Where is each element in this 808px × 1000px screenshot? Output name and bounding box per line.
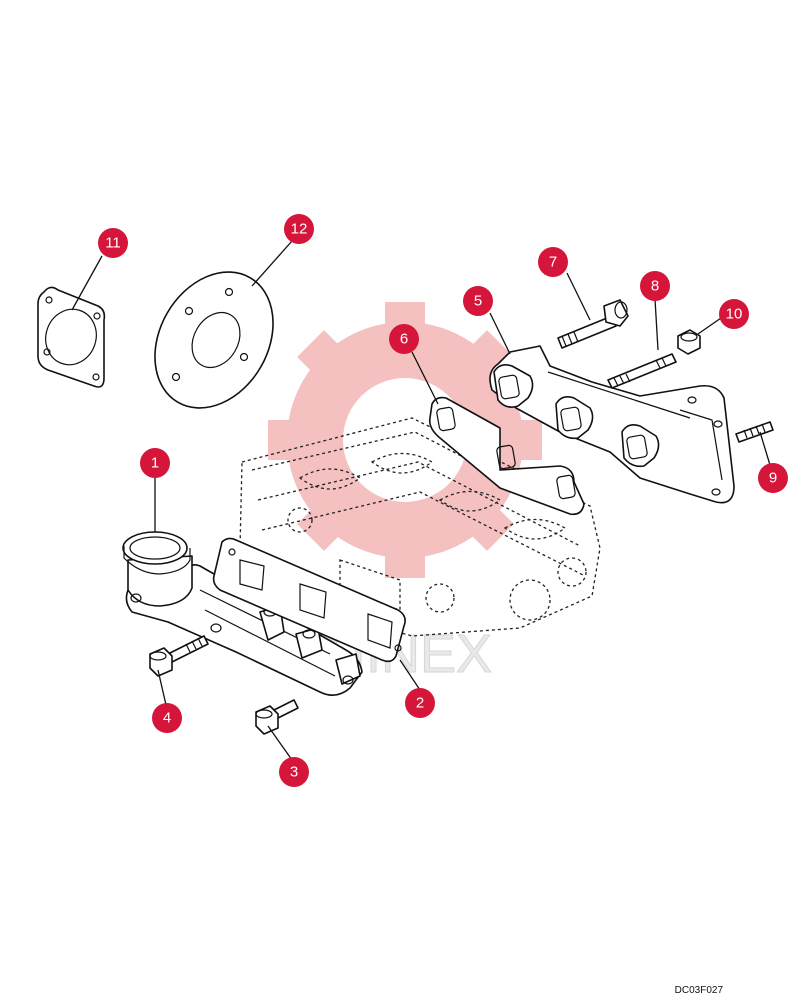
callout-10: 10 <box>719 299 749 329</box>
leader-lines <box>71 240 771 761</box>
stud-8 <box>607 353 677 389</box>
callout-7-label: 7 <box>549 254 557 271</box>
round-gasket <box>154 271 274 409</box>
figure-code: DC03F027 <box>674 985 723 996</box>
callout-11: 11 <box>98 228 128 258</box>
bolt-4 <box>149 635 209 677</box>
callout-9: 9 <box>758 463 788 493</box>
front-exhaust-manifold <box>122 531 363 696</box>
callout-1: 1 <box>140 448 170 478</box>
front-manifold-gasket <box>212 537 406 663</box>
bolt-3 <box>255 699 299 735</box>
callout-8-label: 8 <box>651 278 659 295</box>
rear-exhaust-manifold <box>489 345 735 504</box>
nut-10 <box>677 329 701 355</box>
callout-12: 12 <box>284 214 314 244</box>
watermark-gear-icon <box>268 302 542 578</box>
callout-9-label: 9 <box>769 470 777 487</box>
callout-3-label: 3 <box>290 764 298 781</box>
callout-2-label: 2 <box>416 695 424 712</box>
callout-7: 7 <box>538 247 568 277</box>
callout-5: 5 <box>463 286 493 316</box>
callout-11-label: 11 <box>105 235 121 252</box>
callout-12-label: 12 <box>291 221 308 238</box>
callout-4: 4 <box>152 703 182 733</box>
rear-manifold-gasket <box>428 396 585 516</box>
callout-6: 6 <box>389 324 419 354</box>
callout-2: 2 <box>405 688 435 718</box>
callout-3: 3 <box>279 757 309 787</box>
callout-8: 8 <box>640 271 670 301</box>
callout-6-label: 6 <box>400 331 408 348</box>
callout-5-label: 5 <box>474 293 482 310</box>
square-gasket <box>37 286 106 388</box>
callout-1-label: 1 <box>151 455 159 472</box>
stud-9 <box>735 421 774 443</box>
callout-4-label: 4 <box>163 710 171 727</box>
long-bolt-7 <box>557 299 629 349</box>
callout-10-label: 10 <box>726 306 743 323</box>
